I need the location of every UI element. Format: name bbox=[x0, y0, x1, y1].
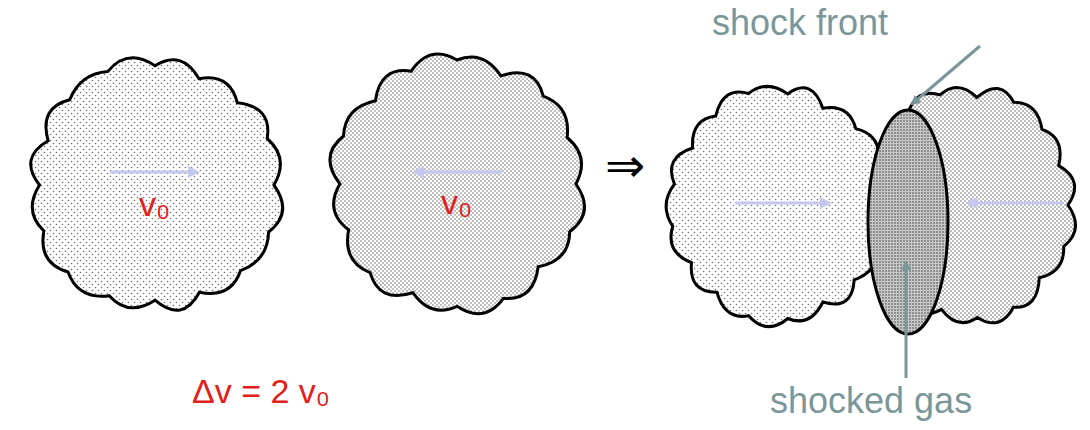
leader-line bbox=[912, 46, 980, 104]
shocked-gas-label: shocked gas bbox=[770, 380, 972, 421]
velocity-label: v₀ bbox=[441, 184, 472, 221]
gas-cloud: v₀ bbox=[10, 40, 300, 330]
motion-arrow bbox=[110, 166, 200, 178]
cloud-outline bbox=[330, 54, 585, 314]
shock-front-label: shock front bbox=[712, 2, 888, 43]
gas-cloud: v₀ bbox=[312, 36, 602, 332]
cloud-outline bbox=[666, 86, 890, 326]
motion-arrow bbox=[412, 166, 502, 178]
shocked-gas-layer bbox=[868, 110, 948, 334]
cloud-shape bbox=[10, 40, 300, 330]
implies-arrow: ⇒ bbox=[605, 138, 645, 193]
velocity-label: v₀ bbox=[139, 186, 170, 223]
cloud-outline bbox=[31, 58, 283, 310]
leader-line bbox=[905, 262, 908, 378]
motion-arrow bbox=[735, 197, 1062, 209]
velocity-difference: Δv = 2 v₀ bbox=[192, 372, 330, 411]
